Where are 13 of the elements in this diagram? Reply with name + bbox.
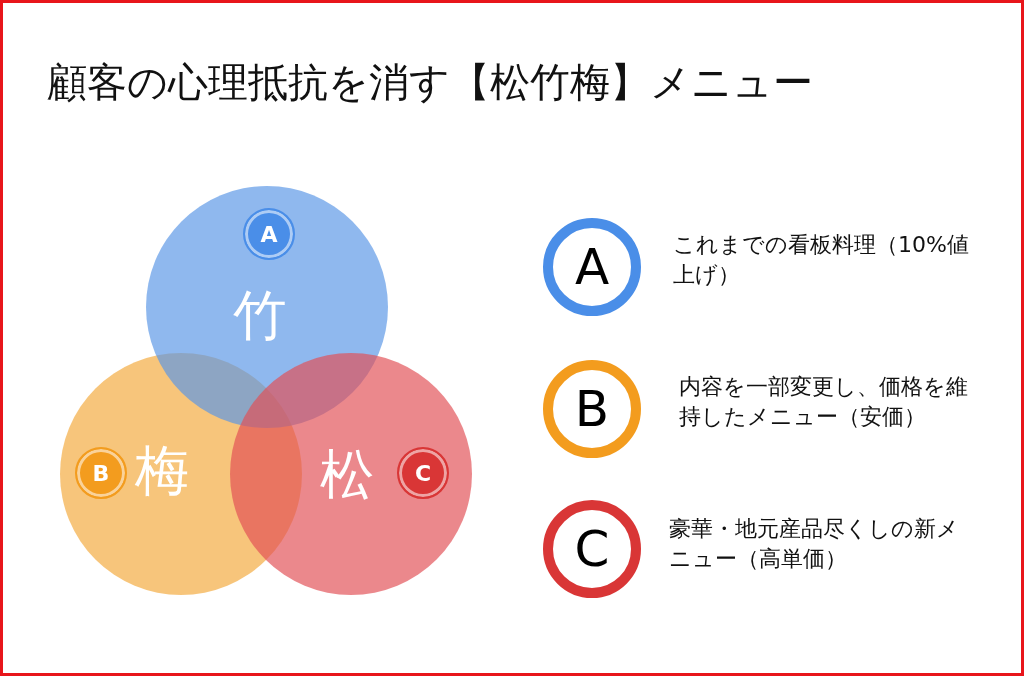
letter-badge: C: [397, 447, 449, 499]
circle-label: 梅: [135, 441, 189, 501]
circle-label: 竹: [233, 286, 287, 346]
title: 顧客の心理抵抗を消す【松竹梅】メニュー: [47, 58, 813, 107]
letter-badge: A: [243, 208, 295, 260]
letter-ring: C: [543, 500, 641, 598]
description-text: 内容を一部変更し、価格を維持したメニュー（安価）: [679, 373, 969, 431]
description-text: 豪華・地元産品尽くしの新メニュー（高単価）: [669, 515, 960, 573]
circle-label: 松: [320, 445, 374, 505]
letter-ring: B: [543, 360, 641, 458]
description-text: これまでの看板料理（10%値上げ）: [673, 231, 970, 289]
letter-badge: B: [75, 447, 127, 499]
letter-ring: A: [543, 218, 641, 316]
